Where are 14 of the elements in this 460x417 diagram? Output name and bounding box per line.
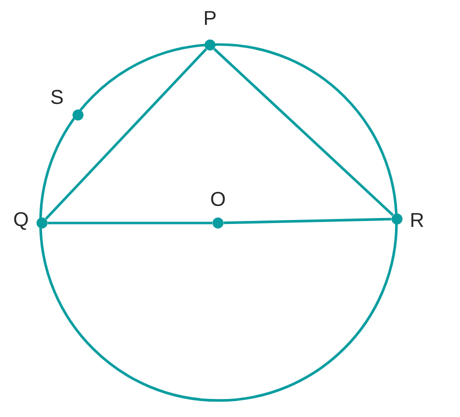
line-segment — [48, 222, 212, 224]
line-segment — [213, 48, 394, 216]
point-dot — [72, 110, 84, 120]
point-label: P — [204, 11, 216, 25]
point-label: Q — [14, 212, 28, 230]
point-label: O — [211, 192, 225, 206]
point-label: R — [411, 213, 424, 227]
point-dot — [392, 214, 402, 224]
point-dot — [204, 40, 216, 50]
line-segment — [224, 218, 392, 224]
point-dot — [212, 218, 224, 228]
point-dot — [36, 218, 48, 228]
line-segment — [44, 48, 208, 220]
point-label: S — [51, 90, 63, 104]
